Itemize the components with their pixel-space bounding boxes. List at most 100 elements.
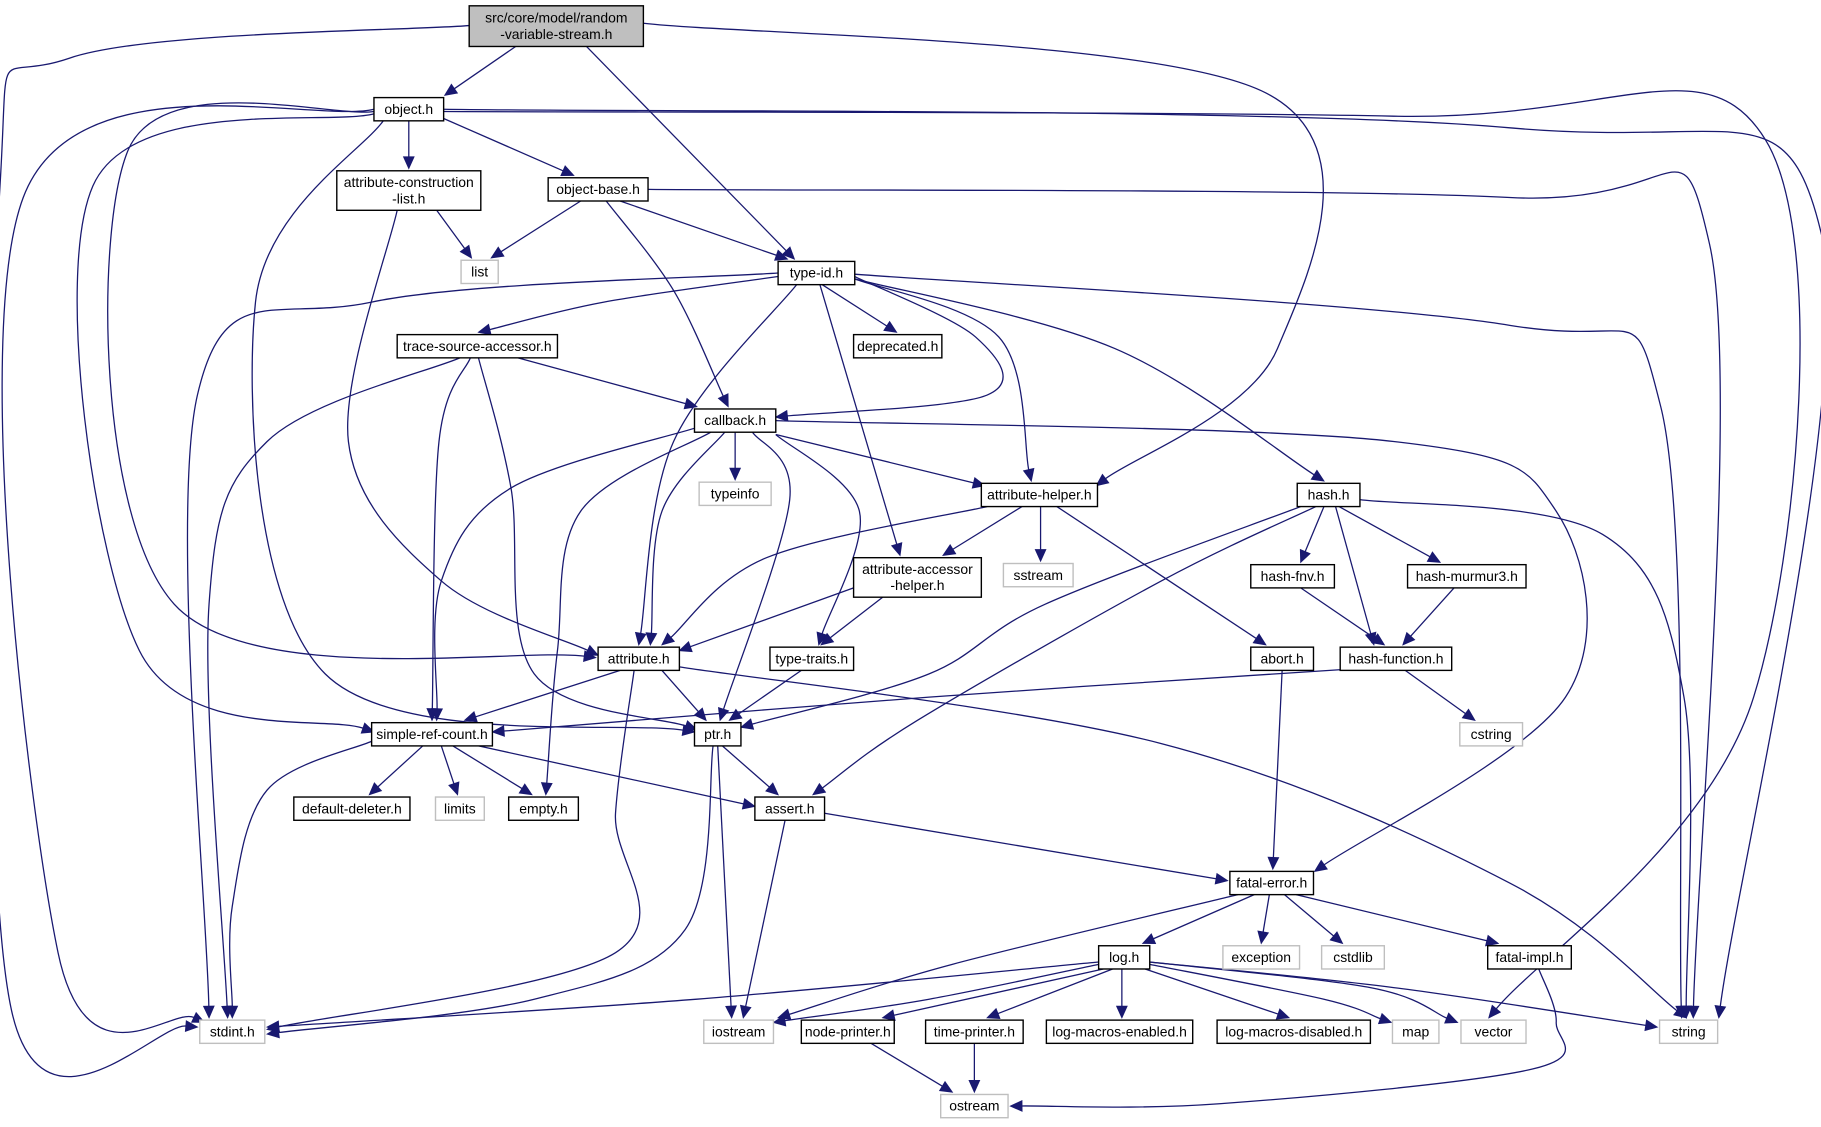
node-callback[interactable]: callback.h bbox=[693, 408, 777, 433]
node-attribute[interactable]: attribute.h bbox=[597, 646, 681, 672]
arrowhead-icon bbox=[1714, 1005, 1727, 1019]
node-assert[interactable]: assert.h bbox=[754, 796, 826, 821]
edge-line bbox=[1056, 506, 1257, 639]
node-label: node-printer.h bbox=[805, 1023, 891, 1039]
node-box bbox=[1002, 562, 1074, 588]
node-deprecated[interactable]: deprecated.h bbox=[852, 333, 943, 359]
edge-root-to-attrhelper bbox=[643, 22, 1324, 487]
edge-line bbox=[76, 113, 375, 729]
node-fatalimpl[interactable]: fatal-impl.h bbox=[1486, 945, 1573, 970]
edge-line bbox=[997, 968, 1113, 1015]
node-fatalerr[interactable]: fatal-error.h bbox=[1229, 870, 1315, 896]
edge-line bbox=[475, 669, 621, 718]
arrowhead-icon bbox=[881, 1009, 896, 1021]
node-typeid[interactable]: type-id.h bbox=[777, 260, 856, 286]
node-box bbox=[703, 1019, 775, 1045]
node-sstream: sstream bbox=[1002, 562, 1074, 588]
arrowhead-icon bbox=[774, 249, 789, 261]
node-box bbox=[777, 260, 856, 286]
node-label: type-id.h bbox=[790, 265, 843, 281]
edge-root-to-typeid bbox=[586, 46, 796, 260]
node-box bbox=[370, 721, 494, 747]
edge-line bbox=[229, 740, 372, 1007]
node-nodeprinter[interactable]: node-printer.h bbox=[800, 1019, 895, 1045]
node-label: attribute.h bbox=[608, 650, 670, 666]
edge-typeid-to-tsa bbox=[477, 275, 779, 336]
node-label: hash.h bbox=[1308, 487, 1350, 503]
edge-hashfn-to-cstring bbox=[1404, 669, 1476, 722]
edge-attrhelper-to-abort bbox=[1056, 506, 1267, 646]
edge-hashfnv-to-hashfn bbox=[1300, 587, 1386, 646]
arrowhead-icon bbox=[741, 797, 756, 810]
edge-line bbox=[1284, 894, 1335, 937]
node-box bbox=[336, 170, 482, 211]
node-label: sstream bbox=[1013, 567, 1063, 583]
node-box bbox=[852, 556, 983, 598]
arrowhead-icon bbox=[1687, 1005, 1700, 1019]
edge-line bbox=[377, 745, 424, 788]
edge-line bbox=[278, 745, 714, 1034]
node-tsa[interactable]: trace-source-accessor.h bbox=[396, 333, 559, 359]
node-hashfn[interactable]: hash-function.h bbox=[1339, 646, 1453, 672]
node-log[interactable]: log.h bbox=[1097, 945, 1151, 970]
arrowhead-icon bbox=[1371, 633, 1386, 646]
node-hashfnv[interactable]: hash-fnv.h bbox=[1250, 563, 1336, 589]
node-empty[interactable]: empty.h bbox=[507, 796, 580, 821]
node-object[interactable]: object.h bbox=[373, 96, 445, 122]
node-box bbox=[852, 333, 943, 359]
arrowhead-icon bbox=[728, 708, 743, 721]
node-label: -list.h bbox=[392, 190, 425, 206]
edge-log-to-string bbox=[1149, 961, 1659, 1032]
arrowhead-icon bbox=[490, 246, 505, 259]
edge-log-to-timeprinter bbox=[986, 968, 1113, 1019]
node-hashmur[interactable]: hash-murmur3.h bbox=[1406, 563, 1527, 589]
node-acl[interactable]: attribute-construction-list.h bbox=[336, 170, 482, 211]
node-defdel[interactable]: default-deleter.h bbox=[293, 796, 411, 821]
arrowhead-icon bbox=[1377, 1012, 1393, 1025]
node-src[interactable]: simple-ref-count.h bbox=[370, 721, 494, 747]
edge-line bbox=[489, 275, 779, 331]
arrowhead-icon bbox=[1426, 551, 1442, 563]
arrowhead-icon bbox=[634, 631, 647, 646]
arrowhead-icon bbox=[1115, 1005, 1128, 1019]
node-box bbox=[1222, 945, 1301, 970]
edge-line bbox=[1, 105, 375, 1034]
node-timeprinter[interactable]: time-printer.h bbox=[924, 1019, 1024, 1045]
node-box bbox=[1216, 1019, 1372, 1045]
node-typeinfo: typeinfo bbox=[698, 481, 772, 507]
edge-line bbox=[1304, 506, 1325, 552]
node-attrhelper[interactable]: attribute-helper.h bbox=[980, 482, 1099, 508]
edge-line bbox=[605, 200, 724, 397]
edge-attribute-to-src bbox=[463, 669, 621, 723]
node-root[interactable]: src/core/model/random-variable-stream.h bbox=[468, 5, 645, 48]
node-hash[interactable]: hash.h bbox=[1296, 482, 1361, 508]
arrowhead-icon bbox=[368, 782, 383, 796]
node-objbase[interactable]: object-base.h bbox=[547, 177, 649, 202]
arrowhead-icon bbox=[661, 632, 676, 646]
edge-line bbox=[643, 22, 1324, 480]
node-aah[interactable]: attribute-accessor-helper.h bbox=[852, 556, 983, 598]
node-box bbox=[1097, 945, 1151, 970]
edge-line bbox=[619, 200, 777, 256]
edge-line bbox=[1149, 961, 1646, 1026]
edge-line bbox=[854, 278, 1315, 476]
arrowhead-icon bbox=[1444, 1012, 1459, 1024]
arrowhead-icon bbox=[729, 467, 742, 481]
edge-object-to-string bbox=[443, 108, 1821, 1019]
node-typetraits[interactable]: type-traits.h bbox=[769, 646, 855, 672]
node-lmd[interactable]: log-macros-disabled.h bbox=[1216, 1019, 1372, 1045]
edge-line bbox=[207, 357, 461, 1007]
arrowhead-icon bbox=[678, 640, 693, 653]
node-box bbox=[1250, 563, 1336, 589]
arrowhead-icon bbox=[774, 409, 789, 422]
arrowhead-icon bbox=[1141, 933, 1157, 945]
node-abort[interactable]: abort.h bbox=[1250, 646, 1315, 672]
arrowhead-icon bbox=[1034, 549, 1047, 563]
node-box bbox=[597, 646, 681, 672]
edge-log-to-stdint bbox=[265, 961, 1099, 1033]
node-ptr[interactable]: ptr.h bbox=[693, 721, 742, 747]
node-lme[interactable]: log-macros-enabled.h bbox=[1045, 1019, 1194, 1045]
node-box bbox=[939, 1093, 1009, 1119]
edge-line bbox=[1262, 894, 1270, 933]
edge-line bbox=[661, 669, 699, 713]
